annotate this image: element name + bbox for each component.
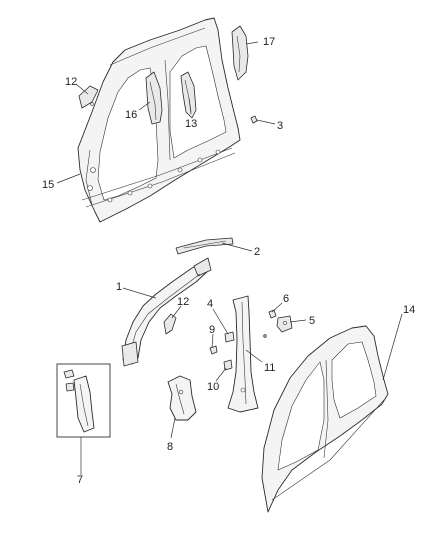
callout-14: 14 [403, 304, 415, 316]
part-2-roof-rail [175, 237, 234, 255]
callout-9: 9 [209, 324, 215, 336]
part-8-bracket [167, 375, 197, 421]
callout-15: 15 [42, 179, 54, 191]
part-17-rear-bracket [231, 25, 249, 81]
part-6-clip [268, 309, 277, 319]
part-fastener [263, 334, 267, 338]
callout-8: 8 [167, 441, 173, 453]
callout-7: 7 [77, 474, 83, 486]
part-14-outer-body-side [261, 325, 389, 513]
part-12-bracket-lower [163, 313, 177, 335]
part-3-clip [250, 115, 258, 124]
callout-3: 3 [277, 120, 283, 132]
part-9-clip [209, 345, 218, 355]
callout-4: 4 [207, 298, 213, 310]
leader-lines [56, 41, 403, 475]
callout-11: 11 [264, 362, 275, 374]
callout-12-top: 12 [65, 76, 77, 88]
callout-labels: 17 12 3 16 13 15 2 1 12 4 6 5 14 9 11 10… [42, 36, 415, 486]
part-5-bracket [276, 315, 293, 333]
part-12-bracket-top [78, 85, 99, 109]
part-16-reinforcement [145, 71, 163, 125]
part-11-b-pillar [227, 295, 259, 413]
callout-6: 6 [283, 293, 289, 305]
callout-2: 2 [254, 246, 260, 258]
part-4-plate [224, 331, 235, 343]
callout-5: 5 [309, 315, 315, 327]
callout-17: 17 [263, 36, 275, 48]
part-10-plate [223, 359, 233, 371]
callout-1: 1 [116, 281, 122, 293]
part-7-pillar-reinforcement [63, 369, 95, 433]
part-7-frame [56, 363, 111, 438]
callout-13: 13 [185, 118, 197, 130]
callout-10: 10 [207, 381, 219, 393]
callout-12-lower: 12 [177, 296, 189, 308]
callout-16: 16 [125, 109, 137, 121]
part-1-a-pillar [121, 257, 212, 367]
